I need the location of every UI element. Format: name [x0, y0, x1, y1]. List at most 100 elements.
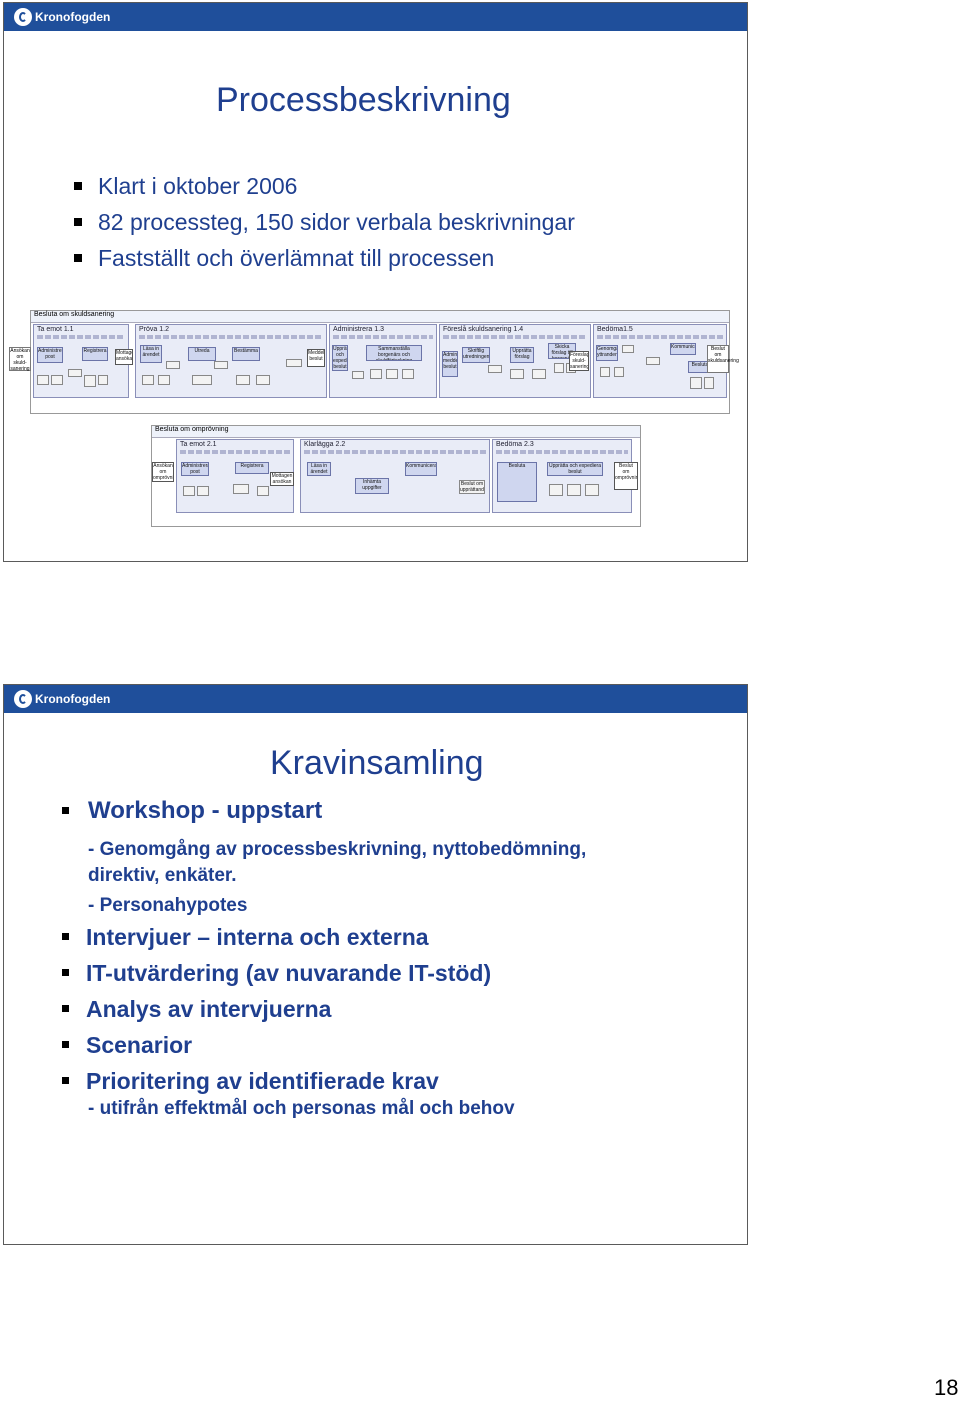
slide-title: Processbeskrivning	[216, 81, 511, 119]
slide-process-description: Kronofogden Processbeskrivning Klart i o…	[3, 2, 748, 562]
sub-step	[233, 484, 249, 494]
bullet-list: Klart i oktober 2006 82 processteg, 150 …	[72, 171, 575, 279]
process-step: Skriftlig utredningen	[462, 347, 490, 363]
phase-klarlagga: Klarlägga 2.2 Läsa in ärendet Inhämta up…	[300, 439, 490, 513]
sub-step	[51, 375, 63, 385]
sub-item: - Personahypotes	[88, 895, 248, 916]
sub-step	[488, 365, 502, 373]
process-step: Inhämta uppgifter	[355, 478, 389, 494]
sub-step	[622, 345, 634, 353]
sub-step	[84, 375, 96, 387]
phase-bedoma: Bedöma1.5 Genomgå yttranden Kommunicera …	[593, 324, 727, 398]
process-step: Besluta	[497, 462, 537, 502]
sub-step	[704, 377, 714, 389]
process-step: Administrera post	[37, 347, 63, 363]
process-step: Mottagen ansökan	[115, 349, 133, 365]
process-diagram-skuldsanering: Besluta om skuldsanering Ansökan om skul…	[9, 310, 739, 414]
sub-item: - Genomgång av processbeskrivning, nytto…	[88, 839, 587, 860]
process-step: Genomgå yttranden	[596, 345, 618, 361]
sub-step	[68, 369, 82, 377]
phase-label: Ta emot 2.1	[180, 441, 217, 448]
sub-item: - utifrån effektmål och personas mål och…	[88, 1098, 515, 1119]
sub-step	[402, 369, 414, 379]
workshop-heading: Workshop - uppstart	[88, 797, 323, 824]
sub-step	[286, 359, 302, 367]
process-step: Kommunicera	[405, 462, 437, 476]
sub-step	[370, 369, 382, 379]
bullet-list: Intervjuer – interna och externa IT-utvä…	[60, 922, 491, 1102]
sub-step	[158, 375, 170, 385]
process-step: Registrera	[82, 347, 108, 361]
phase-description	[496, 450, 628, 454]
slide-header-bar: Kronofogden	[4, 685, 747, 713]
sub-step	[386, 369, 398, 379]
slide-header-bar: Kronofogden	[4, 3, 747, 31]
sub-step	[690, 377, 702, 389]
kronofogden-logo: Kronofogden	[14, 689, 110, 709]
process-header: Besluta om omprövning	[152, 426, 640, 438]
sub-step	[549, 484, 563, 496]
phase-description	[180, 450, 290, 454]
phase-description	[37, 335, 125, 339]
bullet-item: IT-utvärdering (av nuvarande IT-stöd)	[60, 958, 491, 994]
sub-step	[352, 371, 364, 379]
sub-step	[236, 375, 250, 385]
phase-description	[443, 335, 587, 339]
bullet-item: Scenarior	[60, 1030, 491, 1066]
process-step: Upprätta och expediera beslut	[332, 345, 348, 371]
sub-step	[532, 369, 546, 379]
sub-step	[585, 484, 599, 496]
phase-description	[597, 335, 723, 339]
process-step: Läsa in ärendet	[307, 462, 331, 476]
sub-step	[510, 369, 524, 379]
process-step: Bestämma	[232, 347, 260, 361]
sub-step	[256, 375, 270, 385]
sub-step	[37, 375, 49, 385]
process-step: Upprätta och expediera beslut	[547, 462, 603, 476]
phase-administrera: Administrera 1.3 Upprätta och expediera …	[329, 324, 437, 398]
sub-step	[98, 375, 108, 385]
bullet-item: Analys av intervjuerna	[60, 994, 491, 1030]
sub-step	[600, 367, 610, 377]
sub-step	[183, 486, 195, 496]
phase-label: Administrera 1.3	[333, 326, 384, 333]
sub-step	[192, 375, 212, 385]
logo-text: Kronofogden	[35, 692, 111, 706]
process-start: Ansökan om skuld-sanering	[9, 347, 31, 372]
phase-description	[304, 450, 486, 454]
phase-label: Ta emot 1.1	[37, 326, 74, 333]
phase-foresla: Föreslå skuldsanering 1.4 Administrera m…	[439, 324, 591, 398]
sub-step	[567, 484, 581, 496]
process-header: Besluta om skuldsanering	[31, 311, 729, 323]
process-start: Ansökan om omprövning	[152, 462, 174, 482]
sub-step	[166, 361, 180, 369]
phase-prova: Pröva 1.2 Läsa in ärendet Utreda Bestämm…	[135, 324, 327, 398]
process-end: Beslut om skuldsanering	[707, 345, 739, 373]
logo-text: Kronofogden	[35, 10, 111, 24]
process-step: Administrera post	[181, 462, 209, 476]
phase-label: Pröva 1.2	[139, 326, 169, 333]
process-step: Föreslaget skuld-sanering	[569, 351, 589, 371]
kronofogden-logo: Kronofogden	[14, 7, 110, 27]
page-number: 18	[934, 1375, 959, 1400]
process-step: Utreda	[188, 347, 216, 361]
sub-step	[142, 375, 154, 385]
process-diagram-omprovning: Besluta om skuldsanering Besluta om ompr…	[151, 425, 641, 527]
phase-label: Bedöma1.5	[597, 326, 633, 333]
slide-kravinsamling: Kronofogden	[3, 684, 748, 1245]
phase-ta-emot: Ta emot 1.1 Administrera post Registrera	[33, 324, 129, 398]
slide-title: Kravinsamling	[270, 744, 484, 782]
process-step: Sammanställa borgenärs och skuldförteckn…	[366, 345, 422, 361]
sub-step	[646, 357, 660, 365]
sub-step	[554, 363, 564, 373]
sub-item: direktiv, enkäter.	[88, 865, 237, 886]
sub-step	[214, 361, 228, 369]
sub-step	[614, 367, 624, 377]
process-step: Kommunicera	[670, 343, 696, 355]
logo-icon	[14, 8, 32, 26]
bullet-item: 82 processteg, 150 sidor verbala beskriv…	[72, 207, 575, 243]
process-step: Upprätta förslag	[510, 347, 534, 363]
sub-step	[257, 486, 269, 496]
process-end: Beslut om omprövning	[614, 462, 638, 490]
logo-icon	[14, 690, 32, 708]
